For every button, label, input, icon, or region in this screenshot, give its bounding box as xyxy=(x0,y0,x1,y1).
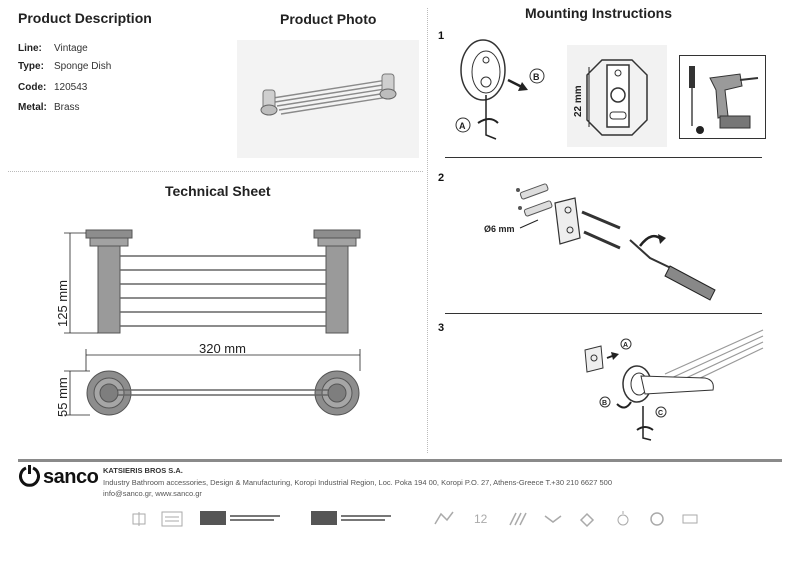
step-3-number: 3 xyxy=(438,322,445,334)
column-divider xyxy=(427,8,428,453)
certification-icon xyxy=(160,510,184,533)
footer-divider xyxy=(18,459,782,462)
step-3-callout-b: B xyxy=(602,400,607,407)
step-1-plate-dimension: 22 mm xyxy=(573,85,584,117)
width-dimension: 320 mm xyxy=(199,341,246,356)
step-3-diagram: A B C xyxy=(575,322,765,444)
spec-type: Type:Sponge Dish xyxy=(18,61,112,72)
spec-line: Line:Vintage xyxy=(18,43,88,54)
technical-drawing: 125 mm 320 mm 55 mm xyxy=(50,225,380,420)
height-dimension: 125 mm xyxy=(55,280,70,327)
step-1-callout-a: A xyxy=(459,121,466,131)
product-description-heading: Product Description xyxy=(18,10,152,26)
company-address: Industry Bathroom accessories, Design & … xyxy=(103,478,612,487)
certification-badge xyxy=(200,510,284,531)
section-divider xyxy=(8,171,423,172)
certification-icon xyxy=(647,510,667,533)
spec-code: Code:120543 xyxy=(18,82,88,93)
svg-text:12: 12 xyxy=(474,512,488,526)
step-1-diagram-rosette: B A xyxy=(450,35,555,150)
step-2-number: 2 xyxy=(438,172,445,184)
step-3-callout-a: A xyxy=(623,342,628,349)
step-1-tools xyxy=(679,55,766,139)
certification-icon xyxy=(542,510,564,533)
certification-icon: 12 xyxy=(472,510,492,535)
company-contact: info@sanco.gr, www.sanco.gr xyxy=(103,489,202,498)
certification-icon xyxy=(507,510,527,533)
step-2-divider xyxy=(445,313,762,314)
sanco-logo: sanco xyxy=(18,464,99,490)
step-1-number: 1 xyxy=(438,30,445,42)
step-3-callout-c: C xyxy=(658,410,663,417)
company-name: KATSIERIS BROS S.A. xyxy=(103,466,183,475)
step-1-callout-b: B xyxy=(533,72,540,82)
certification-badge xyxy=(311,510,395,531)
certification-icon xyxy=(680,510,700,533)
step-2-diagram: Ø6 mm xyxy=(480,178,740,306)
brand-name: sanco xyxy=(43,465,99,488)
product-photo-heading: Product Photo xyxy=(280,11,377,27)
certification-icon xyxy=(577,510,597,533)
technical-sheet-heading: Technical Sheet xyxy=(165,183,271,199)
step-1-diagram-plate: 22 mm xyxy=(567,45,667,147)
step-1-divider xyxy=(445,157,762,158)
step-2-hole-dimension: Ø6 mm xyxy=(484,224,515,234)
certification-icon xyxy=(130,510,148,533)
mounting-instructions-heading: Mounting Instructions xyxy=(525,5,672,21)
depth-dimension: 55 mm xyxy=(55,377,70,417)
spec-metal: Metal:Brass xyxy=(18,102,80,113)
certification-icon xyxy=(613,510,633,535)
certification-icon xyxy=(433,510,457,533)
product-photo xyxy=(237,40,419,158)
